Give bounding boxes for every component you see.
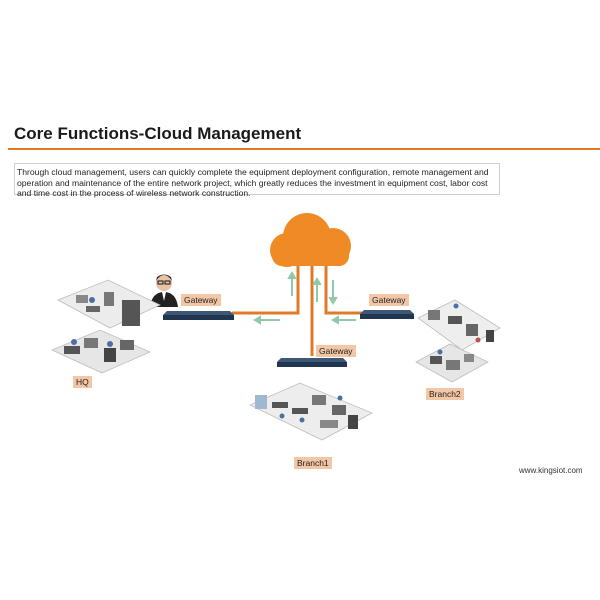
- gateway-device-hq: [163, 311, 234, 320]
- branch1-label: Branch1: [294, 457, 332, 469]
- gateway-device-center: [277, 358, 347, 367]
- page-title: Core Functions-Cloud Management: [14, 124, 302, 143]
- gateway-device-right: [360, 310, 414, 319]
- line-cloud-to-right-gateway: [324, 262, 362, 315]
- gateway-label-hq: Gateway: [181, 294, 221, 306]
- branch1-office-illustration: [249, 382, 373, 441]
- connection-lines: [232, 262, 362, 356]
- hq-label: HQ: [73, 376, 92, 388]
- line-cloud-to-hq-gateway: [232, 262, 300, 315]
- cloud-icon: [270, 213, 351, 267]
- description-box: Through cloud management, users can quic…: [14, 163, 500, 198]
- title-divider: [8, 148, 600, 150]
- flow-arrows: [253, 271, 356, 325]
- branch2-office-illustration: [415, 299, 501, 383]
- hq-office-illustration: [51, 279, 161, 374]
- branch2-label: Branch2: [426, 388, 464, 400]
- gateway-label-center: Gateway: [316, 345, 356, 357]
- source-url: www.kingsiot.com: [519, 466, 583, 475]
- gateway-label-right: Gateway: [369, 294, 409, 306]
